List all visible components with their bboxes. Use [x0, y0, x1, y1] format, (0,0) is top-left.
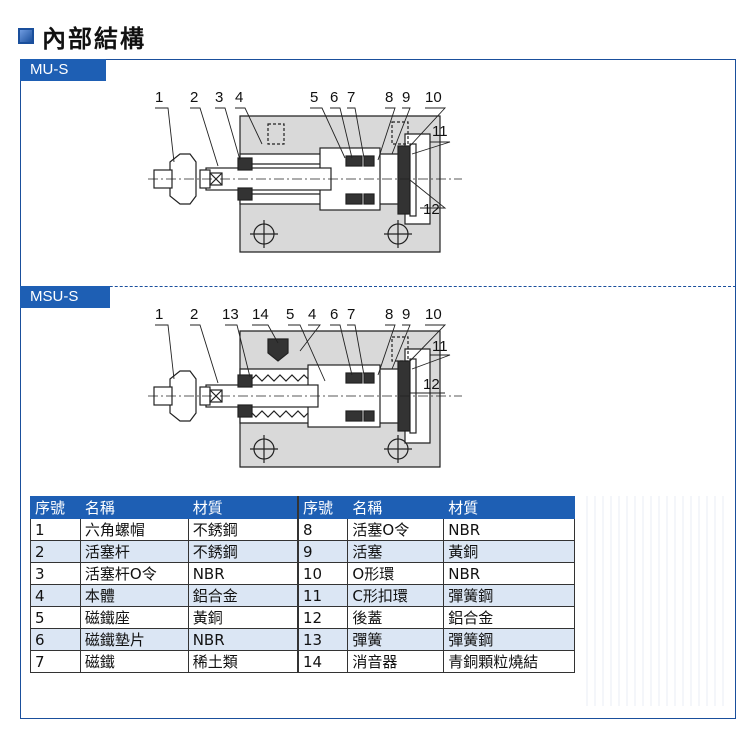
callout-label: 10	[425, 89, 442, 106]
col-header-material: 材質	[187, 496, 299, 519]
table-row: 7 磁鐵 稀土類 14 消音器 青銅顆粒燒結	[30, 650, 575, 673]
cell: 鋁合金	[443, 606, 575, 629]
msu-s-cross-section-diagram: 1 2 13 14 5 4 6 7 8 9 10 11 12	[148, 306, 462, 468]
cell: 本體	[79, 584, 189, 607]
callout-label: 8	[385, 306, 393, 323]
table-row: 1 六角螺帽 不銹鋼 8 活塞O令 NBR	[30, 518, 575, 541]
cell: 消音器	[347, 650, 445, 673]
col-header-no: 序號	[30, 496, 81, 519]
cell: 8	[296, 518, 349, 541]
cell: 3	[30, 562, 81, 585]
cell: 6	[30, 628, 81, 651]
cell: O形環	[347, 562, 445, 585]
callout-label: 13	[222, 306, 239, 323]
cell: 鋁合金	[187, 584, 299, 607]
callout-label: 4	[235, 89, 243, 106]
cell: 彈簧	[347, 628, 445, 651]
callout-label: 6	[330, 306, 338, 323]
cell: 磁鐵座	[79, 606, 189, 629]
cell: 13	[296, 628, 349, 651]
cell: 14	[296, 650, 349, 673]
table-row: 6 磁鐵墊片 NBR 13 彈簧 彈簧鋼	[30, 628, 575, 651]
callout-label: 2	[190, 89, 198, 106]
cell: 不銹鋼	[187, 540, 299, 563]
cell: 磁鐵墊片	[79, 628, 189, 651]
cell: 六角螺帽	[79, 518, 189, 541]
section-heading: 內部結構	[18, 20, 146, 53]
parts-table: 序號 名稱 材質 序號 名稱 材質 1 六角螺帽 不銹鋼 8 活塞O令 NBR …	[30, 496, 575, 673]
table-row: 2 活塞杆 不銹鋼 9 活塞 黃銅	[30, 540, 575, 563]
heading-title: 內部結構	[42, 24, 146, 53]
callout-label: 2	[190, 306, 198, 323]
callout-label: 12	[423, 376, 440, 393]
callout-label: 12	[423, 201, 440, 218]
callout-label: 14	[252, 306, 269, 323]
callout-label: 9	[402, 89, 410, 106]
cell: NBR	[443, 518, 575, 541]
callout-label: 7	[347, 306, 355, 323]
cell: 9	[296, 540, 349, 563]
cell: 4	[30, 584, 81, 607]
table-header-row: 序號 名稱 材質 序號 名稱 材質	[30, 496, 575, 519]
col-header-name: 名稱	[347, 496, 445, 519]
cell: NBR	[443, 562, 575, 585]
section-divider	[20, 286, 736, 287]
cell: 黃銅	[187, 606, 299, 629]
tab-mu-s: MU-S	[20, 59, 106, 81]
decorative-stripes	[580, 496, 728, 706]
cell: 活塞O令	[347, 518, 445, 541]
callout-label: 1	[155, 89, 163, 106]
callout-label: 11	[432, 123, 448, 140]
heading-bullet-icon	[18, 28, 34, 44]
cell: 2	[30, 540, 81, 563]
cell: 5	[30, 606, 81, 629]
content-frame	[20, 59, 736, 719]
table-row: 5 磁鐵座 黃銅 12 後蓋 鋁合金	[30, 606, 575, 629]
callout-label: 8	[385, 89, 393, 106]
callout-label: 5	[286, 306, 294, 323]
cell: 活塞杆	[79, 540, 189, 563]
cell: 彈簧鋼	[443, 584, 575, 607]
callout-label: 9	[402, 306, 410, 323]
cell: 12	[296, 606, 349, 629]
cell: 活塞杆O令	[79, 562, 189, 585]
cell: 1	[30, 518, 81, 541]
callout-label: 3	[215, 89, 223, 106]
table-row: 3 活塞杆O令 NBR 10 O形環 NBR	[30, 562, 575, 585]
cell: 11	[296, 584, 349, 607]
cell: 稀土類	[187, 650, 299, 673]
cell: 後蓋	[347, 606, 445, 629]
cell: 青銅顆粒燒結	[443, 650, 575, 673]
callout-label: 11	[432, 338, 448, 355]
cell: 彈簧鋼	[443, 628, 575, 651]
cell: 10	[296, 562, 349, 585]
cell: NBR	[187, 562, 299, 585]
cell: 7	[30, 650, 81, 673]
col-header-name: 名稱	[79, 496, 189, 519]
cell: NBR	[187, 628, 299, 651]
callout-label: 7	[347, 89, 355, 106]
cell: C形扣環	[347, 584, 445, 607]
callout-label: 5	[310, 89, 318, 106]
cell: 活塞	[347, 540, 445, 563]
tab-msu-s: MSU-S	[20, 286, 110, 308]
cell: 黃銅	[443, 540, 575, 563]
col-header-no: 序號	[296, 496, 349, 519]
callout-label: 6	[330, 89, 338, 106]
table-row: 4 本體 鋁合金 11 C形扣環 彈簧鋼	[30, 584, 575, 607]
callout-label: 1	[155, 306, 163, 323]
col-header-material: 材質	[443, 496, 575, 519]
callout-label: 4	[308, 306, 316, 323]
callout-label: 10	[425, 306, 442, 323]
mu-s-cross-section-diagram: 1 2 3 4 5 6 7 8 9 10 11 12	[148, 89, 462, 253]
cell: 磁鐵	[79, 650, 189, 673]
cell: 不銹鋼	[187, 518, 299, 541]
